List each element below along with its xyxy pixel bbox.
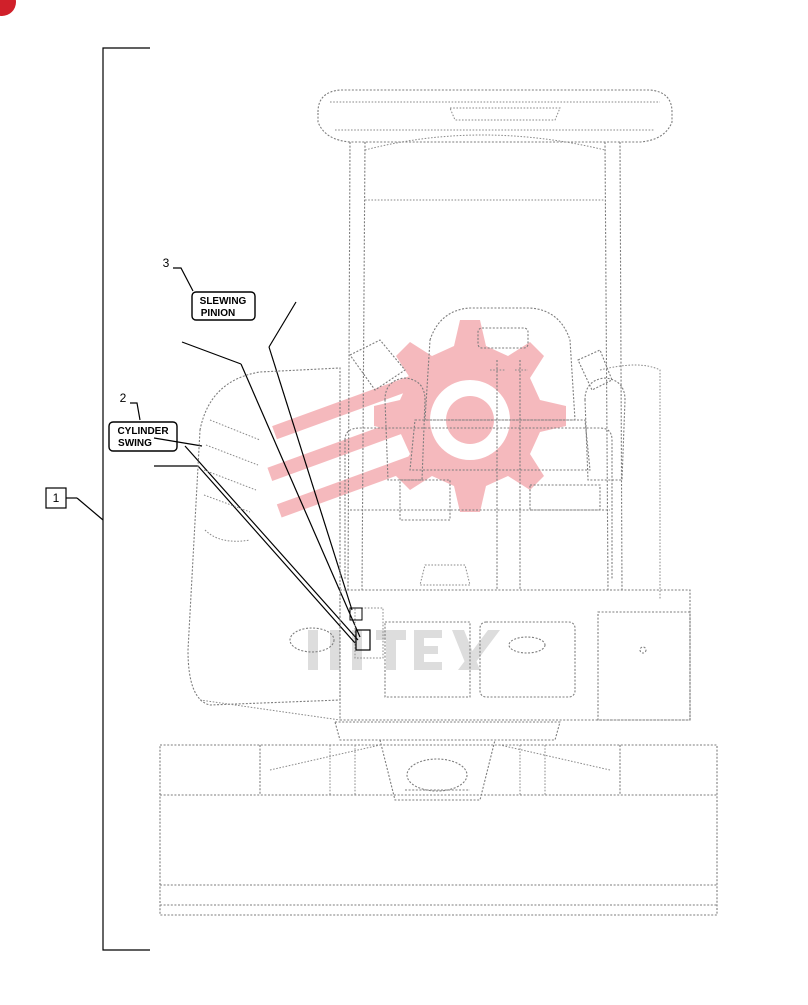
- callout-2-number: 2: [120, 391, 127, 405]
- callout-1-number: 1: [53, 491, 60, 505]
- callout-2-label-line-2: SWING: [118, 438, 152, 449]
- corner-badge-icon: [0, 0, 16, 16]
- swing-cylinder-part: [355, 629, 371, 651]
- callout-3: 3 SLEWING PINION: [163, 256, 256, 321]
- excavator-drawing: [159, 89, 718, 916]
- callout-3-label-line-2: PINION: [201, 308, 235, 319]
- callout-3-label-line-1: SLEWING: [200, 296, 247, 307]
- assembly-bracket: [66, 47, 150, 951]
- watermark-logo-icon: [267, 320, 566, 670]
- leader-lines: [153, 301, 361, 644]
- slewing-pinion-part: [349, 607, 363, 621]
- callout-2-label-line-1: CYLINDER: [117, 426, 169, 437]
- callout-3-number: 3: [163, 256, 170, 270]
- callout-1: 1: [45, 487, 67, 509]
- callout-2: 2 CYLINDER SWING: [108, 391, 178, 452]
